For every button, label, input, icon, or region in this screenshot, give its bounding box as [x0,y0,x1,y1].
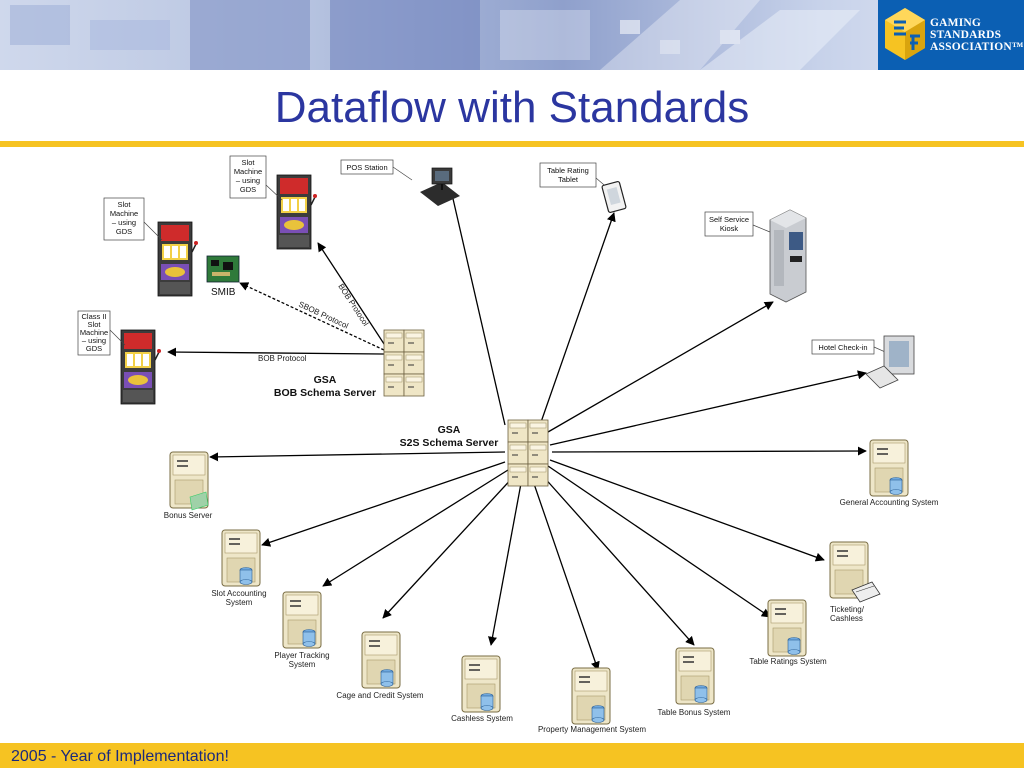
callout-table-rating-tablet: Table Rating Tablet [539,162,611,191]
ticketing-label-2: Cashless [830,614,863,623]
pos-station-icon [420,167,460,206]
protocol-label-bob-left: BOB Protocol [258,354,307,363]
callout-slot-gds-top: Slot Machine – using GDS [229,155,283,201]
property-mgmt-server-icon [571,667,611,725]
player-tracking-server-icon [282,591,322,649]
callout-pos-station: POS Station [340,159,413,181]
link-kiosk [547,301,774,433]
link-bob-slot-top [317,242,389,351]
general-accounting-label: General Accounting System [840,498,939,507]
callout-line: Table Rating [547,166,589,175]
callout-line: GDS [116,227,132,236]
callout-line: Machine [80,328,108,337]
gsa-cube-icon [885,8,925,60]
tablet-icon [601,180,627,214]
banner-photo-collage [10,0,860,70]
logo-line: GAMING [930,17,982,29]
callout-line: GDS [86,344,102,353]
ticketing-label: Ticketing/ [830,605,865,614]
protocol-label-sbob: SBOB Protocol [297,300,350,331]
s2s-server-subtitle: S2S Schema Server [400,437,499,449]
callout-line: POS Station [346,163,387,172]
ticketing-server-icon [829,541,881,603]
slot-machine-left-icon [157,221,199,297]
property-mgmt-label: Property Management System [538,725,646,734]
callout-line: Tablet [558,175,579,184]
callout-line: Slot [242,158,256,167]
table-ratings-server-icon [767,599,807,657]
link-general-accounting [551,446,867,456]
callout-line: Slot [118,200,132,209]
callout-hotel-checkin: Hotel Check-in [811,339,893,356]
bonus-server-label: Bonus Server [164,511,213,520]
link-table-bonus [541,474,695,646]
slot-accounting-label: Slot Accounting [211,589,266,598]
callout-line: Machine [234,167,262,176]
slot-accounting-server-icon [221,529,261,587]
callout-slot-gds-left: Slot Machine – using GDS [103,197,163,241]
link-hotel [549,370,867,446]
callout-line: Machine [110,209,138,218]
callout-line: – using [82,336,106,345]
callout-line: Class II [81,312,106,321]
table-bonus-label: Table Bonus System [658,708,731,717]
link-slot-accounting [261,461,506,547]
title-rule [0,141,1024,147]
player-tracking-label-2: System [289,660,316,669]
bob-server-subtitle: BOB Schema Server [274,387,376,399]
header-banner: GAMING STANDARDS ASSOCIATION™ [0,0,1024,70]
gsa-logo: GAMING STANDARDS ASSOCIATION™ [878,0,1024,70]
smib-label: SMIB [211,287,236,298]
callout-line: – using [112,218,136,227]
bonus-server-icon [169,451,209,511]
callout-line: Slot [88,320,102,329]
callout-line: Self Service [709,215,749,224]
dataflow-diagram: BOB Protocol SBOB Protocol BOB Protocol … [77,155,939,734]
s2s-schema-server: GSA S2S Schema Server [400,419,549,487]
link-property-mgmt [531,477,600,671]
smib-board-icon [206,255,240,283]
callout-line: Hotel Check-in [818,343,867,352]
kiosk-icon [769,209,807,303]
link-bonus-server [209,451,506,462]
slide-title: Dataflow with Standards [274,83,750,132]
footer-text: 2005 - Year of Implementation! [11,748,229,765]
callout-class2-slot: Class II Slot Machine – using GDS [77,310,126,356]
link-bob-class2 [167,347,385,357]
table-ratings-label: Table Ratings System [749,657,827,666]
callout-line: Kiosk [720,224,739,233]
callout-self-service-kiosk: Self Service Kiosk [704,211,771,237]
bob-server-title: GSA [314,374,337,386]
bob-schema-server: GSA BOB Schema Server [274,329,425,399]
cage-credit-server-icon [361,631,401,689]
link-player-tracking [322,469,509,587]
slot-machine-top-icon [276,174,318,250]
callout-line: GDS [240,185,256,194]
class2-slot-machine-icon [120,329,162,405]
s2s-server-title: GSA [438,424,461,436]
link-sbob-smib [239,282,385,351]
footer-bar: 2005 - Year of Implementation! [0,743,1024,768]
link-tablet [539,212,616,426]
cashless-server-icon [461,655,501,713]
slot-accounting-label-2: System [226,598,253,607]
general-accounting-server-icon [869,439,909,497]
callout-line: – using [236,176,260,185]
cashless-label: Cashless System [451,714,513,723]
player-tracking-label: Player Tracking [274,651,329,660]
hotel-checkin-computer-icon [865,335,915,389]
logo-line: ASSOCIATION™ [930,41,1024,53]
link-table-ratings [547,465,771,618]
link-ticketing [549,459,825,562]
link-cage-credit [382,474,516,619]
link-pos [448,189,506,426]
link-cashless [488,477,523,646]
logo-line: STANDARDS [930,29,1002,41]
gsa-logo-text: GAMING STANDARDS ASSOCIATION™ [930,17,1024,53]
table-bonus-server-icon [675,647,715,705]
cage-credit-label: Cage and Credit System [336,691,423,700]
